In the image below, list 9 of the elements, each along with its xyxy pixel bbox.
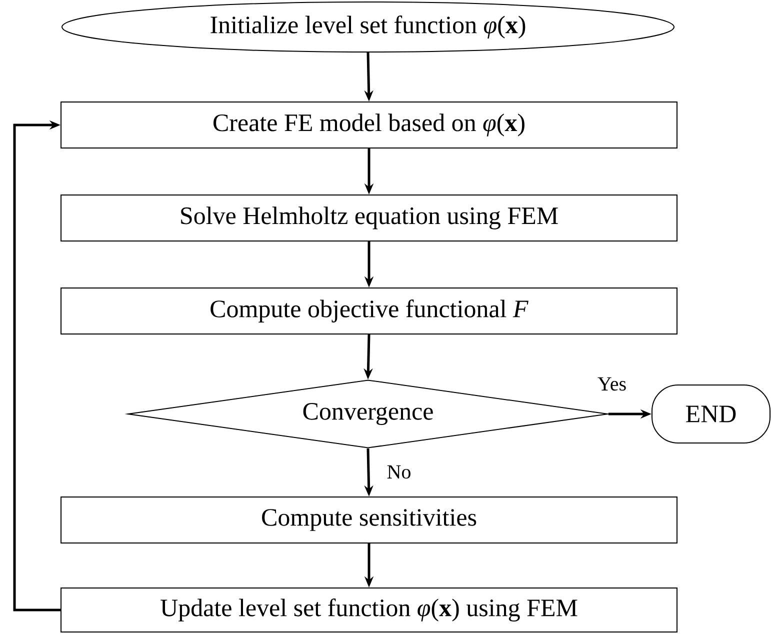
process-box: Solve Helmholtz equation using FEM (60, 194, 678, 242)
edge-label: Yes (598, 377, 626, 391)
arrow (13, 120, 60, 612)
process-box: Compute sensitivities (60, 496, 678, 544)
process-box: Update level set function φ(x) using FEM (60, 588, 678, 632)
process-box: Create FE model based on φ(x) (60, 102, 678, 148)
end-terminal: END (652, 384, 770, 444)
edge-label: No (387, 465, 410, 479)
process-box: Compute objective functional F (60, 288, 678, 334)
